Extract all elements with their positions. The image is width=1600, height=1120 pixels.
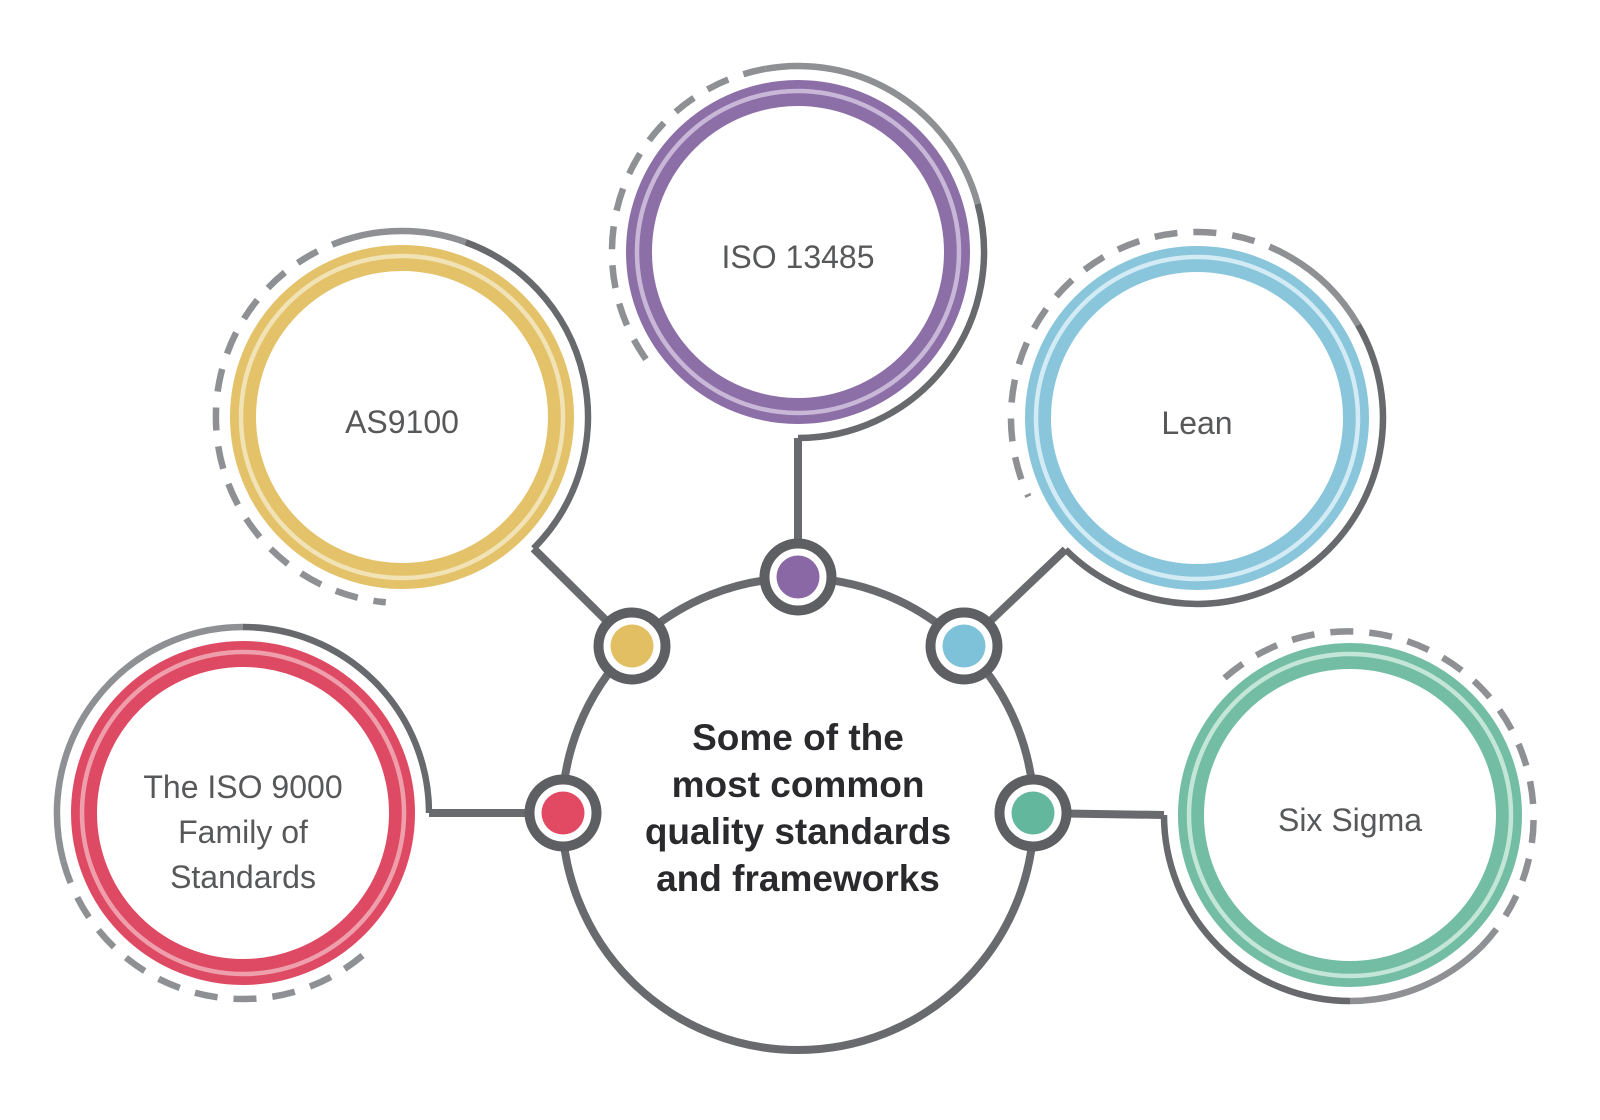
outer-dashed-arc-lean [1007,228,1292,498]
outer-dashed-arc-iso-13485 [608,65,767,374]
outer-solid-light-arc-six-sigma [1349,944,1484,1005]
outer-solid-light-arc-iso-9000 [53,623,244,862]
node-label-iso-9000: Family of [178,814,308,850]
node-label-iso-9000: Standards [170,859,316,895]
junction-dot-as9100 [610,624,654,668]
outer-solid-dark-arc-iso-13485 [797,203,988,442]
outer-solid-dark-arc-iso-9000 [242,623,433,814]
central-title-line: quality standards [645,811,951,852]
outer-dashed-arc-six-sigma [1216,628,1537,949]
outer-solid-dark-arc-lean [1063,323,1387,608]
outer-solid-light-arc-lean [1288,254,1361,327]
central-title-line: most common [672,764,925,805]
node-lean: Lean [1007,228,1387,608]
node-iso-13485: ISO 13485 [608,62,988,442]
ring-stripe-iso-9000 [79,649,407,977]
ring-stripe-iso-13485 [634,88,962,416]
outer-solid-light-arc-iso-13485 [765,62,981,205]
outer-dashed-arc-iso-9000 [60,860,365,1003]
node-label-as9100: AS9100 [345,404,459,440]
node-six-sigma: Six Sigma [1160,628,1537,1005]
node-label-iso-13485: ISO 13485 [722,239,875,275]
junction-dot-iso-9000 [541,791,585,835]
outer-solid-light-arc-as9100 [353,227,467,246]
colored-ring-iso-9000 [71,641,415,985]
ring-stripe-as9100 [238,253,566,581]
node-label-six-sigma: Six Sigma [1278,802,1422,838]
outer-dashed-arc-as9100 [212,234,387,606]
junction-dot-iso-13485 [776,555,820,599]
junction-dot-six-sigma [1011,791,1055,835]
node-label-iso-9000: The ISO 9000 [143,769,342,805]
node-label-lean: Lean [1161,405,1232,441]
outer-solid-dark-arc-as9100 [464,239,592,551]
node-as9100: AS9100 [212,227,592,606]
outer-solid-dark-arc-six-sigma [1160,814,1351,1005]
central-title-line: and frameworks [656,858,940,899]
central-title-line: Some of the [692,717,904,758]
ring-stripe-six-sigma [1186,651,1514,979]
junction-dot-lean [942,624,986,668]
ring-stripe-lean [1033,254,1361,582]
